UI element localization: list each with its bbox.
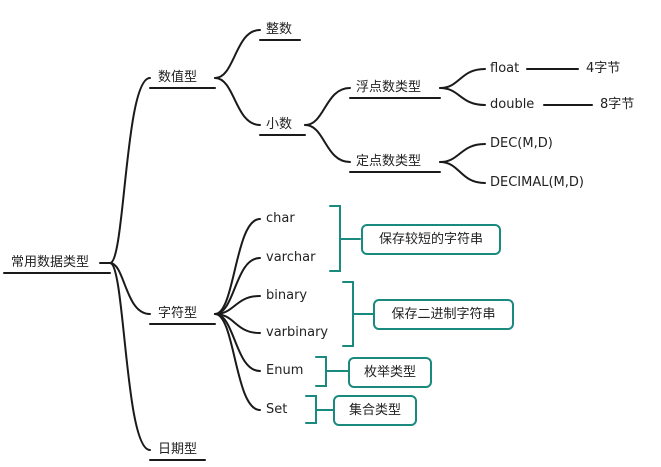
edge-decimal-fixed [304, 124, 351, 163]
float-size-label: 4字节 [586, 61, 621, 76]
bracket-binary-string [342, 281, 374, 347]
decimal-label: 小数 [266, 117, 293, 132]
edge-numeric-decimal [214, 77, 261, 126]
char-label: char [266, 211, 295, 226]
edge-char-enum [214, 313, 261, 372]
edge-float-double [439, 87, 486, 106]
note-binary-string: 保存二进制字符串 [373, 299, 514, 330]
edge-root-character [109, 262, 151, 315]
note-short-string: 保存较短的字符串 [361, 224, 501, 255]
double-label: double [490, 97, 535, 112]
character-label: 字符型 [158, 306, 198, 321]
bracket-enum [315, 356, 349, 387]
edge-root-numeric [109, 77, 151, 264]
numeric-label: 数值型 [158, 70, 198, 85]
fixed-type-label: 定点数类型 [356, 154, 422, 169]
float-label: float [490, 61, 520, 76]
bracket-set [305, 395, 334, 424]
edge-decimal-float [304, 87, 351, 126]
note-enum-type-text: 枚举类型 [363, 364, 416, 380]
bracket-short-string [329, 205, 361, 272]
edge-fixed-decimal [439, 161, 486, 184]
edge-char-set [214, 313, 261, 411]
varbinary-label: varbinary [266, 325, 329, 340]
root-label: 常用数据类型 [11, 255, 90, 270]
dec-label: DEC(M,D) [490, 136, 553, 151]
integer-label: 整数 [266, 22, 293, 37]
note-set-type: 集合类型 [333, 395, 417, 426]
note-enum-type: 枚举类型 [348, 357, 432, 388]
decimal-md-label: DECIMAL(M,D) [490, 175, 584, 190]
float-type-label: 浮点数类型 [356, 80, 422, 95]
enum-label: Enum [266, 363, 304, 378]
note-short-string-text: 保存较短的字符串 [378, 231, 483, 247]
edge-numeric-integer [214, 29, 261, 79]
note-set-type-text: 集合类型 [348, 402, 401, 418]
edge-root-date [109, 262, 151, 451]
varchar-label: varchar [266, 250, 316, 265]
date-label: 日期型 [158, 442, 198, 457]
edge-fixed-dec [439, 143, 486, 163]
binary-label: binary [266, 288, 308, 303]
note-binary-string-text: 保存二进制字符串 [391, 306, 496, 322]
edge-float-float [439, 68, 486, 89]
edge-char-varchar [214, 257, 261, 315]
edge-char-char [214, 218, 261, 315]
double-size-label: 8字节 [600, 97, 635, 112]
set-label: Set [266, 402, 288, 417]
